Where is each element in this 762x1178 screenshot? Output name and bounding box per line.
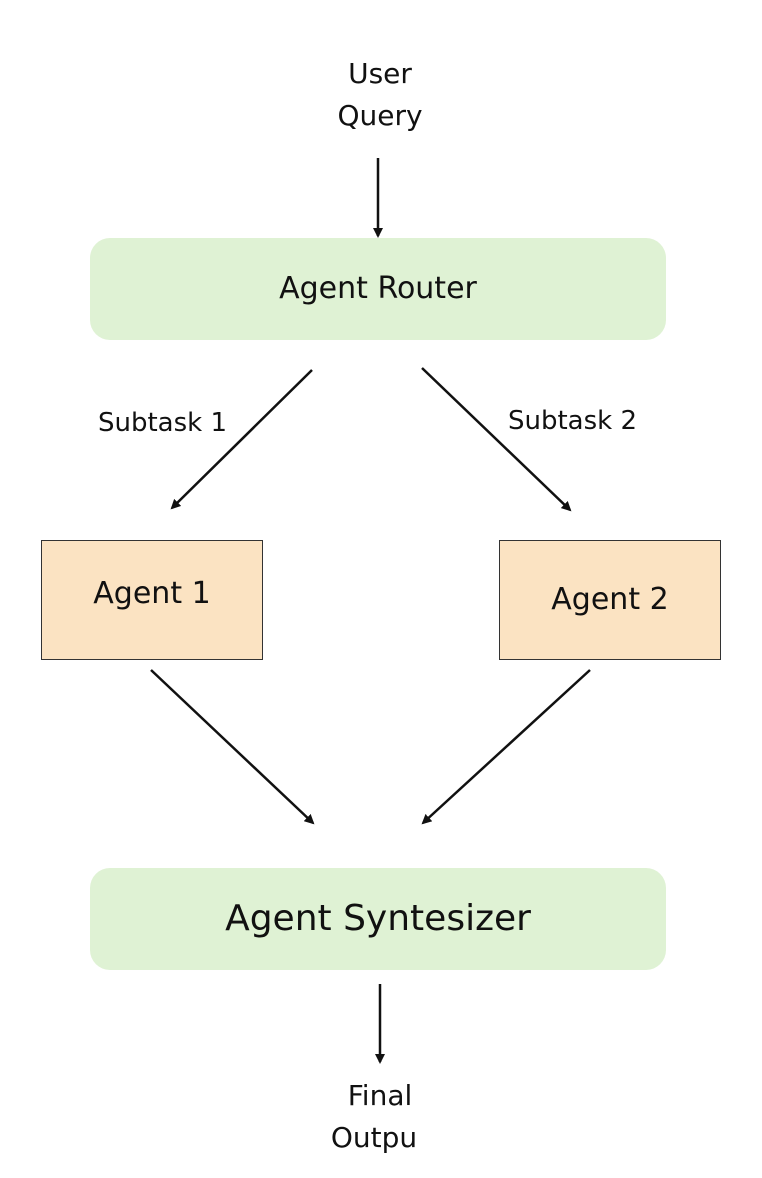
arrow-agent2-to-synthesizer	[421, 669, 591, 825]
input-label: User Query	[300, 60, 460, 130]
agent-synthesizer-node: Agent Syntesizer	[90, 868, 666, 970]
agent2-label: Agent 2	[551, 582, 669, 617]
output-line2: Outpu	[330, 1121, 418, 1154]
arrow-router-to-agent1	[170, 369, 313, 510]
agent1-node: Agent 1	[41, 540, 263, 660]
output-label: Final Outpu	[300, 1082, 460, 1152]
agent-synthesizer-label: Agent Syntesizer	[225, 898, 531, 939]
input-line1: User	[348, 57, 412, 90]
subtask1-label: Subtask 1	[98, 408, 228, 438]
agent2-node: Agent 2	[499, 540, 721, 660]
agent1-label: Agent 1	[93, 576, 211, 611]
arrow-agent1-to-synthesizer	[150, 669, 315, 825]
agent-router-label: Agent Router	[279, 271, 477, 306]
agent-router-node: Agent Router	[90, 238, 666, 340]
arrow-router-to-agent2	[421, 367, 572, 512]
output-line1: Final	[347, 1079, 413, 1112]
input-line2: Query	[337, 99, 423, 132]
subtask2-label: Subtask 2	[508, 406, 638, 436]
